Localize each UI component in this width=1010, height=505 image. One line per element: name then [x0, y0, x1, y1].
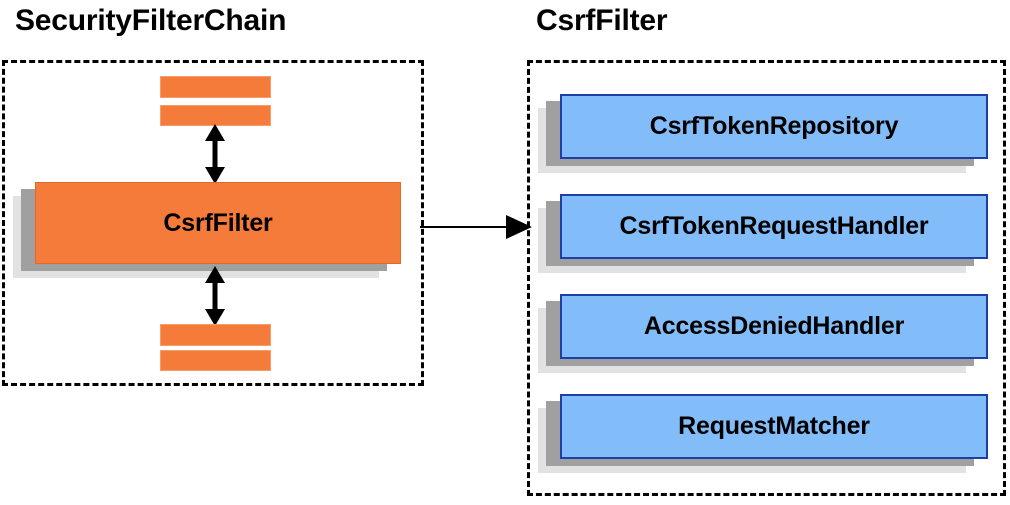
node-face: RequestMatcher	[560, 394, 988, 459]
node-face: CsrfFilter	[35, 182, 401, 264]
page-title-security-filter-chain: SecurityFilterChain	[15, 4, 287, 37]
node-face: CsrfTokenRepository	[560, 94, 988, 159]
node-request-matcher[interactable]: RequestMatcher	[538, 394, 988, 473]
filter-bar-bottom-1	[160, 324, 271, 346]
node-label: CsrfTokenRequestHandler	[619, 212, 929, 240]
filter-bar-bottom-2	[160, 350, 271, 371]
node-csrf-token-repository[interactable]: CsrfTokenRepository	[538, 94, 988, 173]
group-box-security-filter-chain	[2, 60, 424, 386]
node-label: AccessDeniedHandler	[643, 312, 905, 340]
node-label: CsrfFilter	[163, 208, 273, 237]
node-face: CsrfTokenRequestHandler	[560, 194, 988, 259]
filter-bar-top-1	[160, 76, 271, 98]
node-access-denied-handler[interactable]: AccessDeniedHandler	[538, 294, 988, 373]
node-face: AccessDeniedHandler	[560, 294, 988, 359]
group-box-csrf-filter	[527, 60, 1006, 496]
arrow-above-csrf-filter	[205, 124, 225, 184]
filter-bar-top-2	[160, 105, 271, 126]
arrow-below-csrf-filter	[205, 266, 225, 326]
node-label: CsrfTokenRepository	[649, 112, 899, 140]
expand-arrow	[420, 215, 532, 239]
node-csrf-token-request-handler[interactable]: CsrfTokenRequestHandler	[538, 194, 988, 273]
page-title-csrf-filter: CsrfFilter	[536, 4, 668, 37]
node-csrf-filter[interactable]: CsrfFilter	[13, 182, 401, 278]
node-label: RequestMatcher	[678, 412, 870, 440]
